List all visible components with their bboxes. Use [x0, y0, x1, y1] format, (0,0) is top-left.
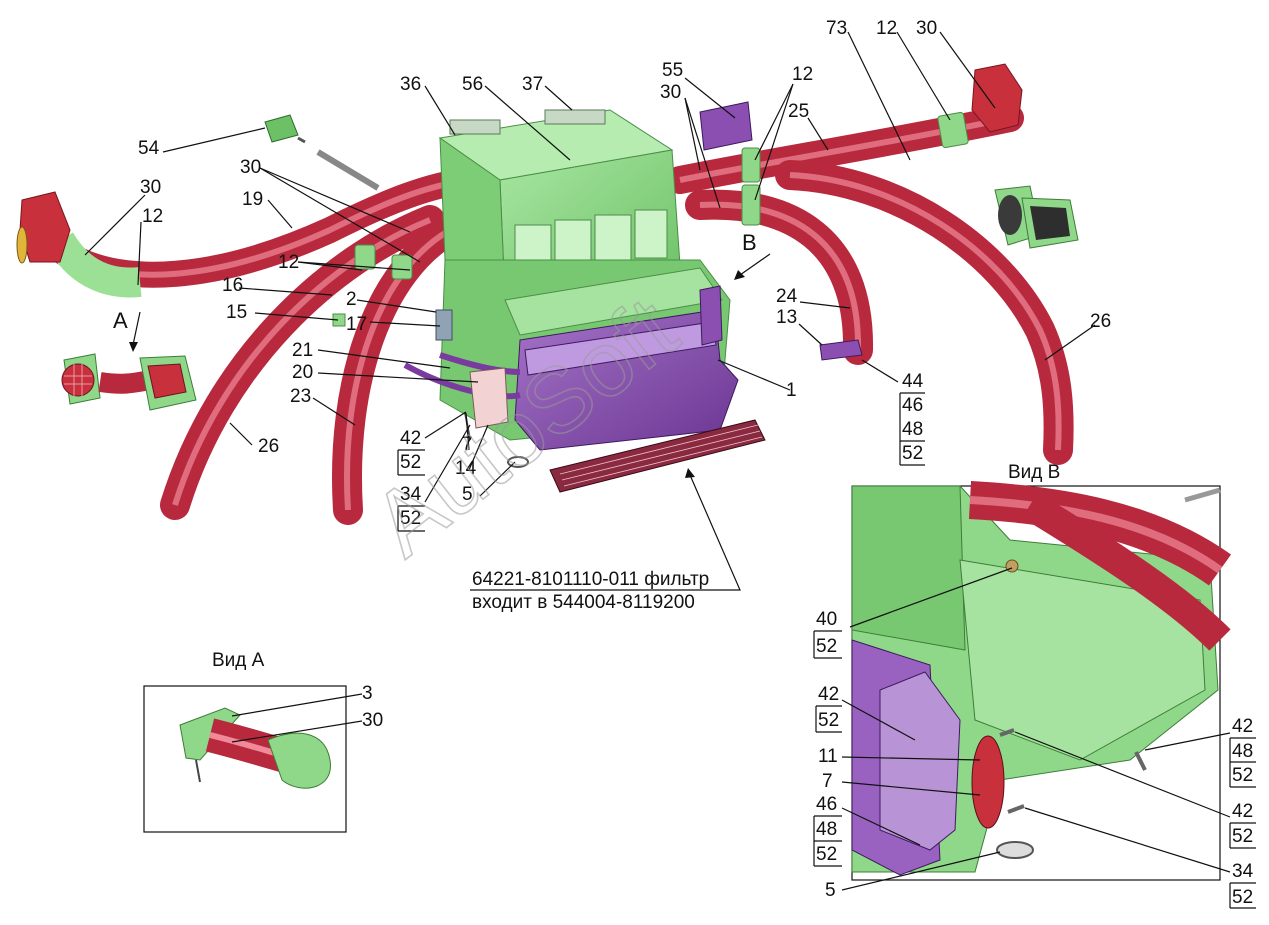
nozzle-left	[19, 191, 71, 263]
label-19: 19	[242, 189, 263, 210]
label-30: 30	[660, 82, 681, 103]
label-12: 12	[792, 64, 813, 85]
label-17: 17	[346, 314, 367, 335]
label-14: 14	[455, 458, 477, 479]
label-30: 30	[140, 177, 161, 198]
label-55: 55	[662, 60, 683, 81]
stack-item: 42	[400, 428, 421, 449]
vent-outlet-left	[61, 353, 197, 411]
view-b: Вид В 40 52	[813, 462, 1256, 909]
stack-item: 34	[1232, 861, 1254, 882]
label-15: 15	[226, 302, 247, 323]
fastener-stack-2: 42 52 34 52	[397, 428, 425, 532]
label-13: 13	[776, 307, 797, 328]
stack-item: 44	[902, 371, 924, 392]
view-b-title: Вид В	[1008, 462, 1060, 483]
stack-item: 48	[1232, 741, 1253, 762]
label-25: 25	[788, 101, 809, 122]
label-56: 56	[462, 74, 483, 95]
stack-item: 52	[902, 443, 923, 464]
stack-item: 52	[816, 636, 837, 657]
label-73: 73	[826, 18, 847, 39]
stack-item: 42	[1232, 801, 1253, 822]
label-36: 36	[400, 74, 421, 95]
vent-outlet-right	[994, 185, 1079, 249]
label-view-b-arrow: В	[742, 230, 757, 255]
label-5: 5	[462, 484, 473, 505]
label-30: 30	[362, 710, 383, 731]
label-3: 3	[362, 683, 373, 704]
stack-item: 42	[818, 684, 839, 705]
stack-item: 52	[816, 844, 837, 865]
label-12: 12	[142, 206, 163, 227]
filter-note-line1: 64221-8101110-011 фильтр	[472, 569, 709, 590]
label-11: 11	[818, 746, 838, 767]
flange-55	[699, 101, 753, 151]
stack-item: 42	[1232, 716, 1253, 737]
stack-item: 46	[902, 395, 923, 416]
view-a: Вид А 3 30	[143, 650, 383, 833]
clamp-12	[354, 244, 376, 270]
stack-item: 46	[816, 794, 837, 815]
label-26: 26	[1090, 311, 1111, 332]
label-2: 2	[346, 289, 357, 310]
stack-item: 40	[816, 609, 837, 630]
fastener-stack-1: 44 46 48 52	[899, 371, 925, 466]
label-30: 30	[240, 157, 261, 178]
view-a-title: Вид А	[212, 650, 265, 671]
stack-item: 34	[400, 484, 422, 505]
label-12: 12	[278, 252, 299, 273]
label-7: 7	[822, 771, 833, 792]
stack-item: 48	[816, 819, 837, 840]
stack-item: 52	[400, 452, 421, 473]
label-21: 21	[292, 340, 313, 361]
filter-note-line2: входит в 544004-8119200	[472, 592, 695, 613]
label-54: 54	[138, 138, 160, 159]
label-24: 24	[776, 286, 798, 307]
label-20: 20	[292, 362, 313, 383]
label-view-a-arrow: А	[113, 308, 128, 333]
label-12: 12	[876, 18, 897, 39]
leader-lines	[84, 31, 1096, 591]
part-labels: 36 56 37 55 73 12 30 12 30 25 54 30 30 1…	[113, 18, 1111, 505]
stack-item: 52	[818, 710, 839, 731]
hose-bend-left	[46, 232, 142, 298]
label-5: 5	[825, 880, 836, 901]
stack-item: 52	[1232, 887, 1253, 908]
stack-item: 52	[400, 508, 421, 529]
stack-item: 48	[902, 419, 923, 440]
label-16: 16	[222, 275, 243, 296]
label-26: 26	[258, 436, 279, 457]
stack-item: 52	[1232, 826, 1253, 847]
part-54	[264, 114, 299, 143]
label-37: 37	[522, 74, 543, 95]
view-a-frame	[143, 685, 347, 833]
filter-note: 64221-8101110-011 фильтр входит в 544004…	[472, 569, 709, 613]
heater-assembly	[16, 63, 1074, 525]
label-1: 1	[786, 380, 797, 401]
nozzle-right-top	[971, 63, 1023, 133]
label-23: 23	[290, 386, 311, 407]
label-30: 30	[916, 18, 937, 39]
label-7: 7	[462, 434, 473, 455]
stack-item: 52	[1232, 765, 1253, 786]
